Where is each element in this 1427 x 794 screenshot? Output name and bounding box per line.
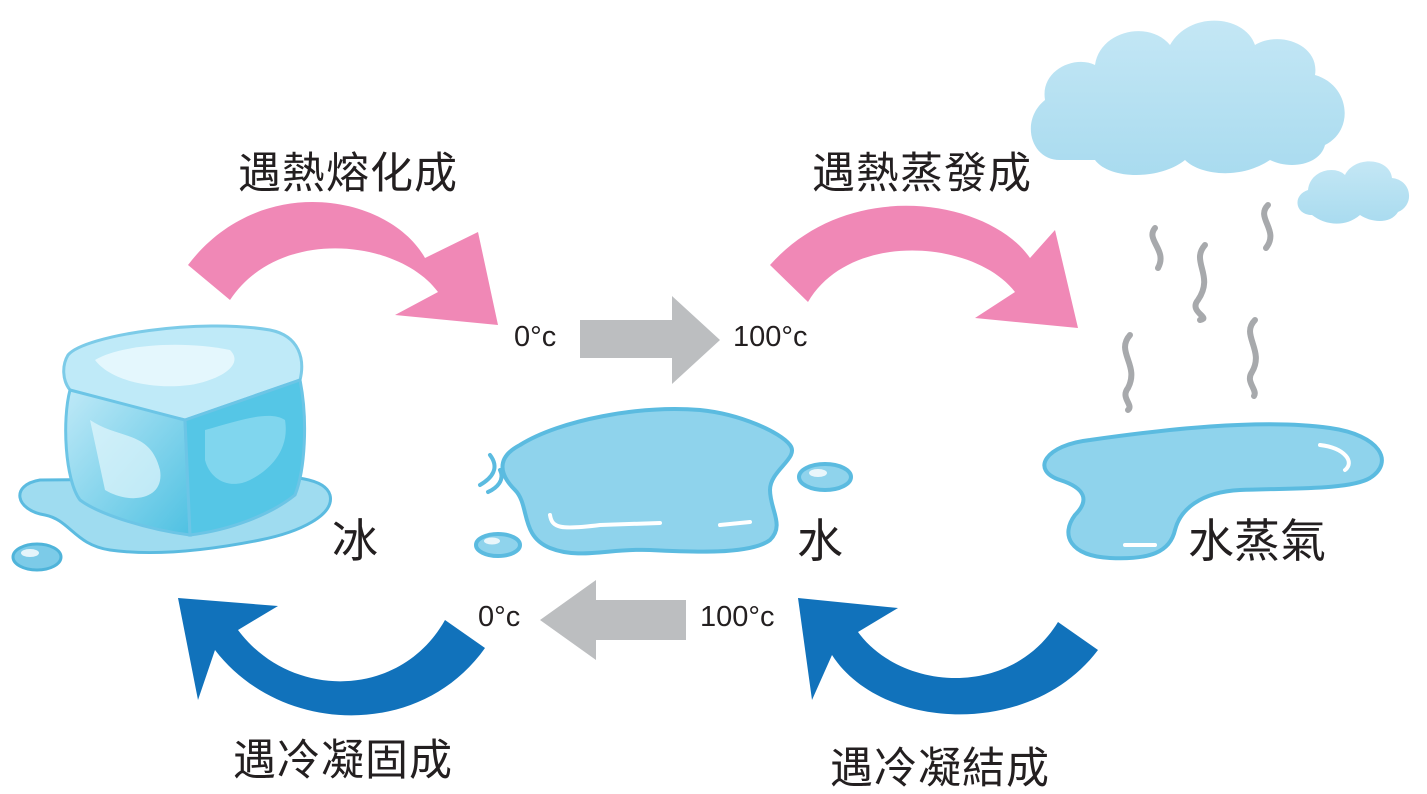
ice-cube-icon	[11, 324, 332, 572]
melting-arrow	[188, 202, 498, 325]
temp-arrow-left	[540, 580, 686, 660]
ice-label: 冰	[332, 514, 378, 568]
vapor-label: 水蒸氣	[1188, 514, 1326, 568]
freezing-arrow	[178, 598, 485, 716]
condensation-arrow	[798, 598, 1098, 715]
freezing-label: 遇冷凝固成	[233, 736, 453, 786]
temp-top-low: 0°c	[514, 321, 557, 353]
vapor-puddle-icon	[1042, 422, 1384, 561]
temp-top-high: 100°c	[733, 321, 808, 353]
evaporation-label: 遇熱蒸發成	[812, 149, 1032, 199]
melting-label: 遇熱熔化成	[238, 149, 458, 199]
temp-bottom-low: 0°c	[478, 601, 521, 633]
temp-arrow-right	[580, 296, 720, 384]
water-label: 水	[797, 514, 843, 568]
evaporation-arrow	[770, 205, 1078, 328]
steam-icon	[1122, 202, 1274, 413]
cloud-icon	[1030, 20, 1410, 224]
temp-bottom-high: 100°c	[700, 601, 775, 633]
water-puddle-icon	[474, 407, 853, 558]
condensation-label: 遇冷凝結成	[830, 744, 1050, 794]
